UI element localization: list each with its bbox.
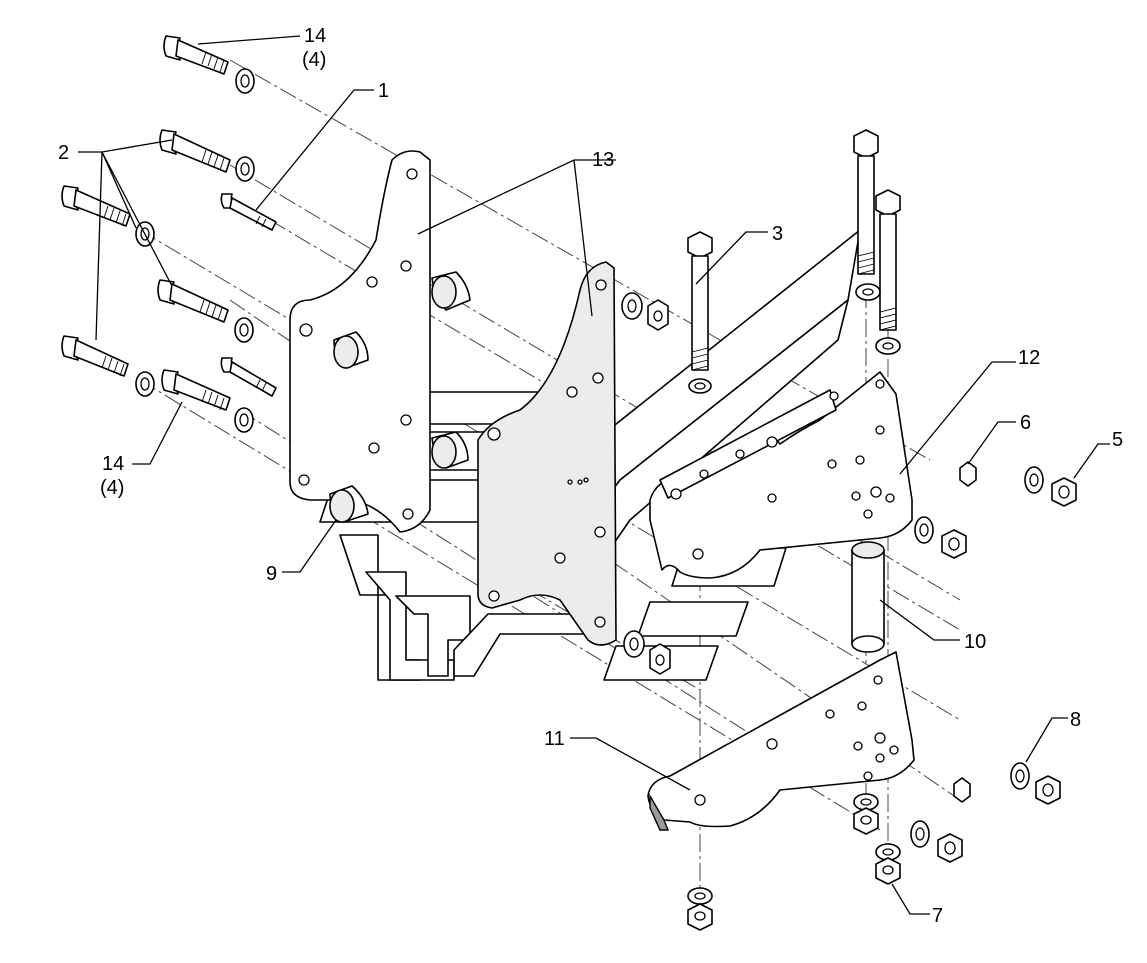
- part-13-channel-bracket: [477, 229, 861, 646]
- label-7: 7: [932, 905, 943, 927]
- label-14-top: 14: [304, 25, 326, 47]
- part-12-upper-bracket: [649, 371, 913, 579]
- washers-left: [135, 68, 255, 433]
- leader-lines: [78, 35, 1110, 915]
- nuts-and-washers-right: [621, 292, 1077, 931]
- label-5: 5: [1112, 429, 1123, 451]
- label-11: 11: [544, 728, 565, 750]
- label-6: 6: [1020, 412, 1031, 434]
- label-14-bottom-qty: (4): [100, 477, 124, 499]
- label-10: 10: [964, 631, 986, 653]
- part-9-spacers: [329, 271, 471, 523]
- label-2: 2: [58, 142, 69, 164]
- label-1: 1: [378, 80, 389, 102]
- bolts-left: [61, 35, 277, 411]
- label-8: 8: [1070, 709, 1081, 731]
- part-11-lower-bracket: [647, 651, 915, 831]
- label-14-bottom: 14: [102, 453, 124, 475]
- label-12: 12: [1018, 347, 1040, 369]
- part-10-tube: [851, 541, 885, 653]
- part-labels: 14 (4) 1 2 13 3 12 6 5 14 (4) 9 10 8 11 …: [58, 25, 1123, 927]
- label-14-top-qty: (4): [302, 49, 326, 71]
- label-9: 9: [266, 563, 277, 585]
- label-13: 13: [592, 149, 614, 171]
- label-3: 3: [772, 223, 783, 245]
- vertical-bolts: [687, 129, 901, 394]
